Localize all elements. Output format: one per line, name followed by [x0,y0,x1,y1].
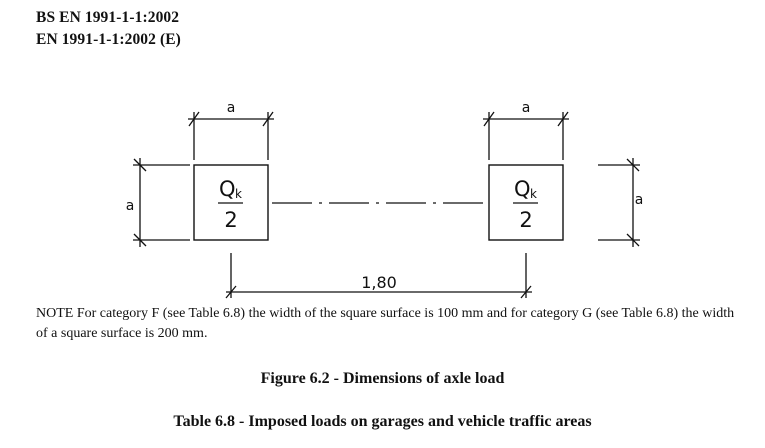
left-wheel-load-square [193,164,269,241]
axle-spacing-dimension [225,253,532,299]
axle-spacing-label: 1,80 [361,273,397,292]
left-top-dim-label: a [227,100,236,116]
left-top-dimension [188,111,274,160]
left-load-divisor: 2 [224,208,237,232]
right-load-symbol: Q [514,177,531,201]
table-caption: Table 6.8 - Imposed loads on garages and… [173,413,592,430]
left-load-label: Q k 2 [219,177,242,232]
right-top-dim-label: a [522,100,531,116]
left-load-subscript: k [235,187,242,201]
right-top-dimension [483,111,569,160]
left-side-dimension [133,158,190,247]
right-load-label: Q k 2 [514,177,537,232]
right-wheel-load-square [488,164,564,241]
standard-reference-bs: BS EN 1991-1-1:2002 [36,9,180,26]
figure-caption: Figure 6.2 - Dimensions of axle load [260,370,505,387]
left-load-symbol: Q [219,177,236,201]
standard-reference-en: EN 1991-1-1:2002 (E) [36,31,181,48]
right-load-divisor: 2 [519,208,532,232]
right-side-dimension [598,158,640,247]
right-load-subscript: k [530,187,537,201]
axle-load-diagram: a a a a 1,80 Q k 2 Q k 2 [126,100,644,299]
figure-note: NOTE For category F (see Table 6.8) the … [36,306,735,341]
left-side-dim-label: a [126,198,135,214]
right-side-dim-label: a [635,192,644,208]
